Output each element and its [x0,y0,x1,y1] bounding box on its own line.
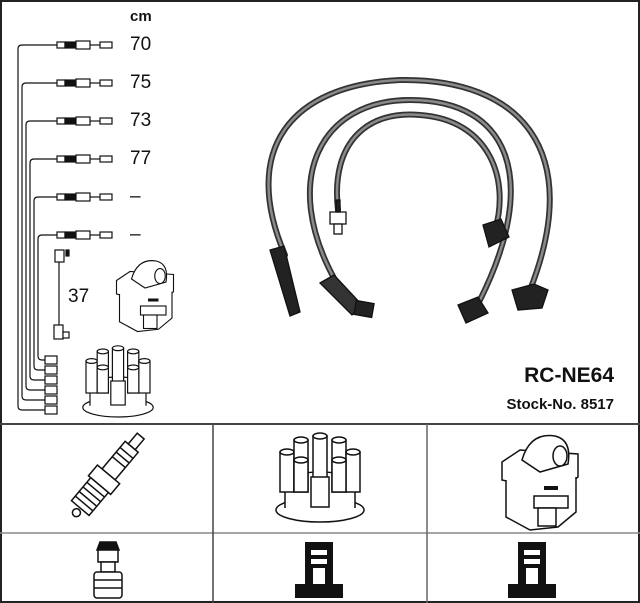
distributor-terminal-icon [295,542,343,598]
cable-set-illustration [265,76,553,303]
cable [33,192,113,375]
distributor-cap-icon [82,345,154,418]
cable-length: – [130,186,141,207]
cable-length: 70 [130,34,152,55]
product-code: RC-NE64 [524,364,614,387]
cable-length: 73 [130,110,152,131]
unit-label: cm [130,8,152,25]
cable [17,40,113,415]
cable-length: 75 [130,72,152,93]
cable-boots [269,199,549,324]
cable [21,78,113,405]
coil-cable-length: 37 [68,286,90,307]
coil-terminal-icon [508,542,556,598]
stock-number: Stock-No. 8517 [506,396,614,413]
ignition-coil-icon [115,260,175,333]
cable [29,154,113,385]
coil-cable [53,249,70,340]
cable-length: 77 [130,148,152,169]
cable-schematic [17,40,113,415]
cable-length: – [130,224,141,245]
cable [37,230,113,365]
spark-plug-icon [70,432,146,518]
ignition-coil-icon [501,434,579,531]
distributor-cap-icon [275,432,365,523]
cable [25,116,113,395]
spark-plug-terminal-icon [93,541,123,599]
